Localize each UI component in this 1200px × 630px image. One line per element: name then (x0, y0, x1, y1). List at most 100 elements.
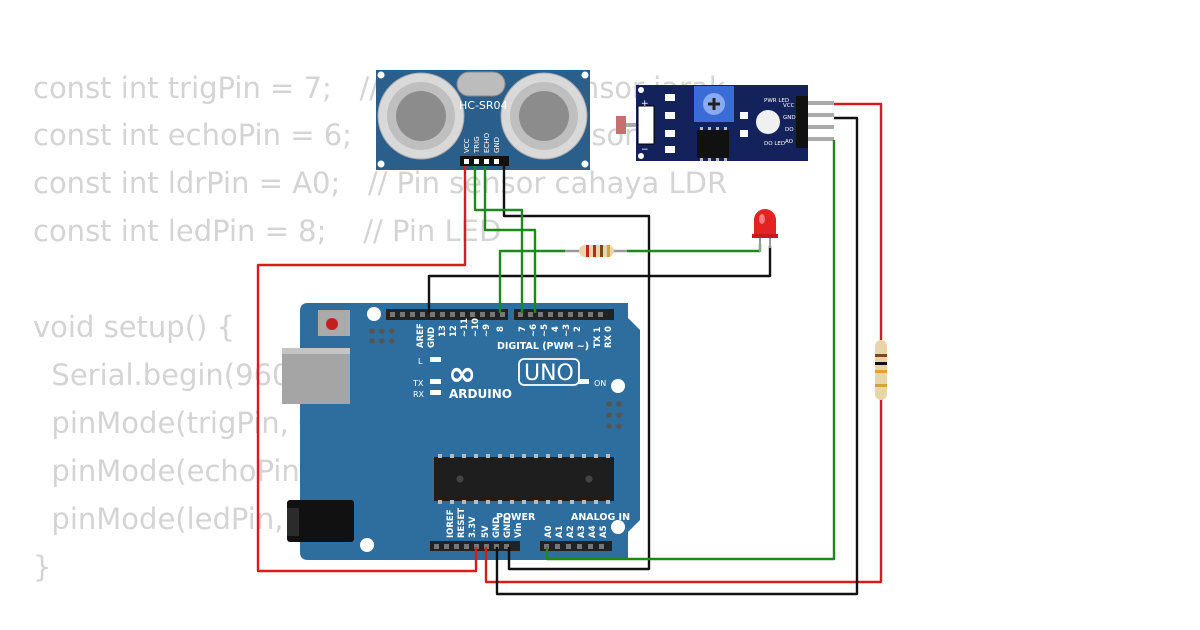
pwr-led-label: PWR LED (764, 98, 789, 104)
pin-label: 5V (481, 525, 491, 538)
wire-sensor-gnd (502, 166, 651, 571)
power-pin-labels: IOREF RESET 3.3V 5V GND GND Vin (446, 508, 524, 538)
icsp-header (369, 328, 395, 344)
status-leds: L TX RX ON (412, 357, 606, 399)
arduino-logo: ∞ UNO ARDUINO (448, 354, 580, 401)
pin-label: ~9 (482, 324, 492, 337)
transducer-right (500, 72, 588, 160)
wire-ldr-gnd (495, 116, 859, 596)
wire-resistor-led (627, 244, 762, 253)
ldr-sensor-module[interactable]: + − PWR LED DO LED VCC (616, 85, 834, 161)
pin-label: GND (492, 517, 502, 538)
sensor-model-label: HC-SR04 (459, 99, 508, 112)
code-line: const int ledPin = 8; // Pin LED (33, 214, 502, 248)
resistor-vertical[interactable] (875, 340, 887, 400)
pin-label: ~11 (460, 318, 470, 337)
analog-pin-labels: A0 A1 A2 A3 A4 A5 (544, 525, 609, 538)
pin-label: A2 (566, 525, 576, 538)
pin-label: 3.3V (468, 516, 478, 538)
pin-label: ~3 (562, 324, 572, 337)
resistor-led[interactable] (565, 245, 627, 257)
pin-label: RX 0 (604, 326, 614, 348)
pin-label: AREF (416, 323, 426, 348)
pin-label: TRIG (473, 136, 481, 154)
wire-trig-pin7 (473, 166, 524, 313)
pin-label: ~6 (529, 324, 539, 337)
red-led[interactable] (752, 209, 778, 252)
crystal-oscillator (456, 71, 506, 97)
brand-label: ARDUINO (449, 387, 512, 401)
sensor-pin-header (460, 156, 509, 166)
pin-label: ECHO (483, 132, 491, 153)
led-label-tx: TX (412, 379, 424, 388)
code-line: const int ldrPin = A0; // Pin sensor cah… (33, 166, 728, 200)
wire-echo-pin6 (483, 166, 537, 313)
svg-text:−: − (641, 145, 649, 155)
comparator-chip (697, 127, 729, 161)
wire-led-pin8 (498, 249, 565, 313)
smd-components (665, 94, 748, 153)
pin-label: A1 (555, 525, 565, 538)
analog-section-label: ANALOG IN (571, 512, 630, 523)
wire-ldr-vcc-5v (484, 102, 883, 584)
sensor-pin-labels: VCC TRIG ECHO GND (463, 132, 501, 154)
pin-label: ~10 (471, 318, 481, 337)
code-line: void setup() { (33, 310, 235, 344)
wire-led-gnd (427, 246, 772, 313)
infinity-icon: ∞ (448, 354, 476, 394)
pin-label: 2 (573, 326, 583, 332)
pin-label: 4 (551, 326, 561, 332)
pin-label: A0 (544, 525, 554, 538)
reset-button[interactable] (318, 310, 350, 336)
led-label-l: L (418, 357, 423, 366)
pin-label: 7 (518, 326, 528, 332)
digital-pin-labels: AREF GND 13 12 ~11 ~10 ~9 8 7 ~6 ~5 4 ~3… (416, 318, 614, 348)
pin-label: GND (493, 137, 501, 153)
pin-label: RESET (457, 508, 467, 538)
usb-port (282, 348, 350, 404)
hc-sr04-ultrasonic-sensor[interactable]: HC-SR04 VCC TRIG ECHO GND (376, 70, 590, 170)
pin-label: VCC (463, 138, 471, 153)
wire-ldr-ao-a0 (545, 140, 836, 561)
pin-label: A4 (588, 525, 598, 538)
led-label-on: ON (594, 379, 606, 388)
ldr-socket (637, 105, 655, 145)
digital-pin-holes (390, 312, 603, 317)
module-pin-labels: VCC GND DO AO (783, 103, 796, 145)
pin-label: GND (783, 115, 796, 121)
arduino-uno-board[interactable]: AREF GND 13 12 ~11 ~10 ~9 8 7 ~6 ~5 4 ~3… (282, 303, 640, 560)
power-jack (287, 500, 354, 542)
pin-label: A3 (577, 525, 587, 538)
icsp-header-right (606, 401, 622, 429)
pin-label: GND (503, 517, 513, 538)
pin-label: A5 (599, 525, 609, 538)
pin-label: 13 (438, 325, 448, 337)
pin-label: ~5 (540, 324, 550, 337)
pin-label: IOREF (446, 509, 456, 538)
transducer-left (377, 72, 465, 160)
pin-label: VCC (783, 103, 795, 109)
do-led-label: DO LED (764, 141, 785, 147)
pin-label: Vin (514, 523, 524, 538)
digital-pwm-label: DIGITAL (PWM ~) (497, 341, 589, 352)
pin-label: DO (785, 127, 794, 133)
potentiometer[interactable] (694, 86, 734, 122)
power-header[interactable] (430, 541, 520, 551)
power-section-label: POWER (496, 512, 536, 523)
model-label: UNO (524, 361, 574, 386)
led-label-rx: RX (413, 390, 425, 399)
digital-header[interactable] (386, 309, 614, 320)
pin-label: 12 (449, 325, 459, 337)
pin-label: GND (427, 327, 437, 348)
ldr-photoresistor (616, 116, 636, 134)
pin-label: AO (785, 139, 794, 145)
svg-text:+: + (641, 99, 649, 109)
pin-label: TX 1 (593, 327, 603, 348)
wires (256, 102, 883, 596)
analog-header[interactable] (540, 541, 612, 551)
microcontroller-chip (434, 454, 614, 504)
wire-sensor-vcc-5v (256, 166, 478, 573)
module-led (756, 110, 780, 134)
code-line: } (33, 550, 52, 584)
